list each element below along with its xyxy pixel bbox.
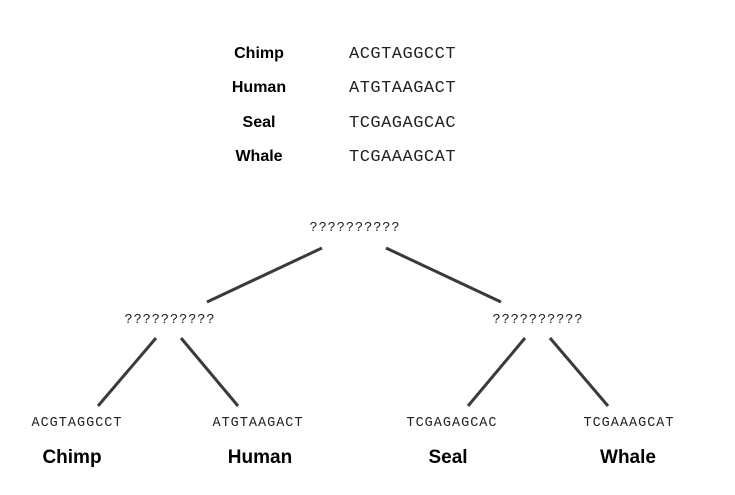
alignment-sequence: TCGAAAGCAT xyxy=(349,148,457,167)
leaf-sequence: TCGAAAGCAT xyxy=(583,416,675,431)
edge-left-chimp xyxy=(96,337,158,407)
leaf-label: Seal xyxy=(428,447,468,468)
alignment-species-name: Whale xyxy=(235,148,283,165)
left-internal-node-sequence: ?????????? xyxy=(124,313,216,328)
leaf-label: Human xyxy=(227,447,293,468)
alignment-sequence: TCGAGAGCAC xyxy=(349,114,457,133)
leaf-sequence: ATGTAAGACT xyxy=(212,416,304,431)
leaf-label: Chimp xyxy=(42,447,102,468)
root-node-sequence: ?????????? xyxy=(309,221,401,236)
edge-right-seal xyxy=(466,337,527,407)
edge-left-human xyxy=(179,337,240,407)
alignment-sequence: ATGTAAGACT xyxy=(349,79,457,98)
alignment-species-name: Chimp xyxy=(234,45,284,62)
leaf-sequence: TCGAGAGCAC xyxy=(406,416,498,431)
leaf-label: Whale xyxy=(600,447,656,468)
edge-right-whale xyxy=(548,337,610,407)
edge-root-right xyxy=(385,246,502,304)
leaf-sequence: ACGTAGGCCT xyxy=(31,416,123,431)
alignment-sequence: ACGTAGGCCT xyxy=(349,45,457,64)
alignment-species-name: Human xyxy=(231,79,287,96)
right-internal-node-sequence: ?????????? xyxy=(492,313,584,328)
edge-root-left xyxy=(206,246,323,304)
alignment-species-name: Seal xyxy=(242,114,276,131)
